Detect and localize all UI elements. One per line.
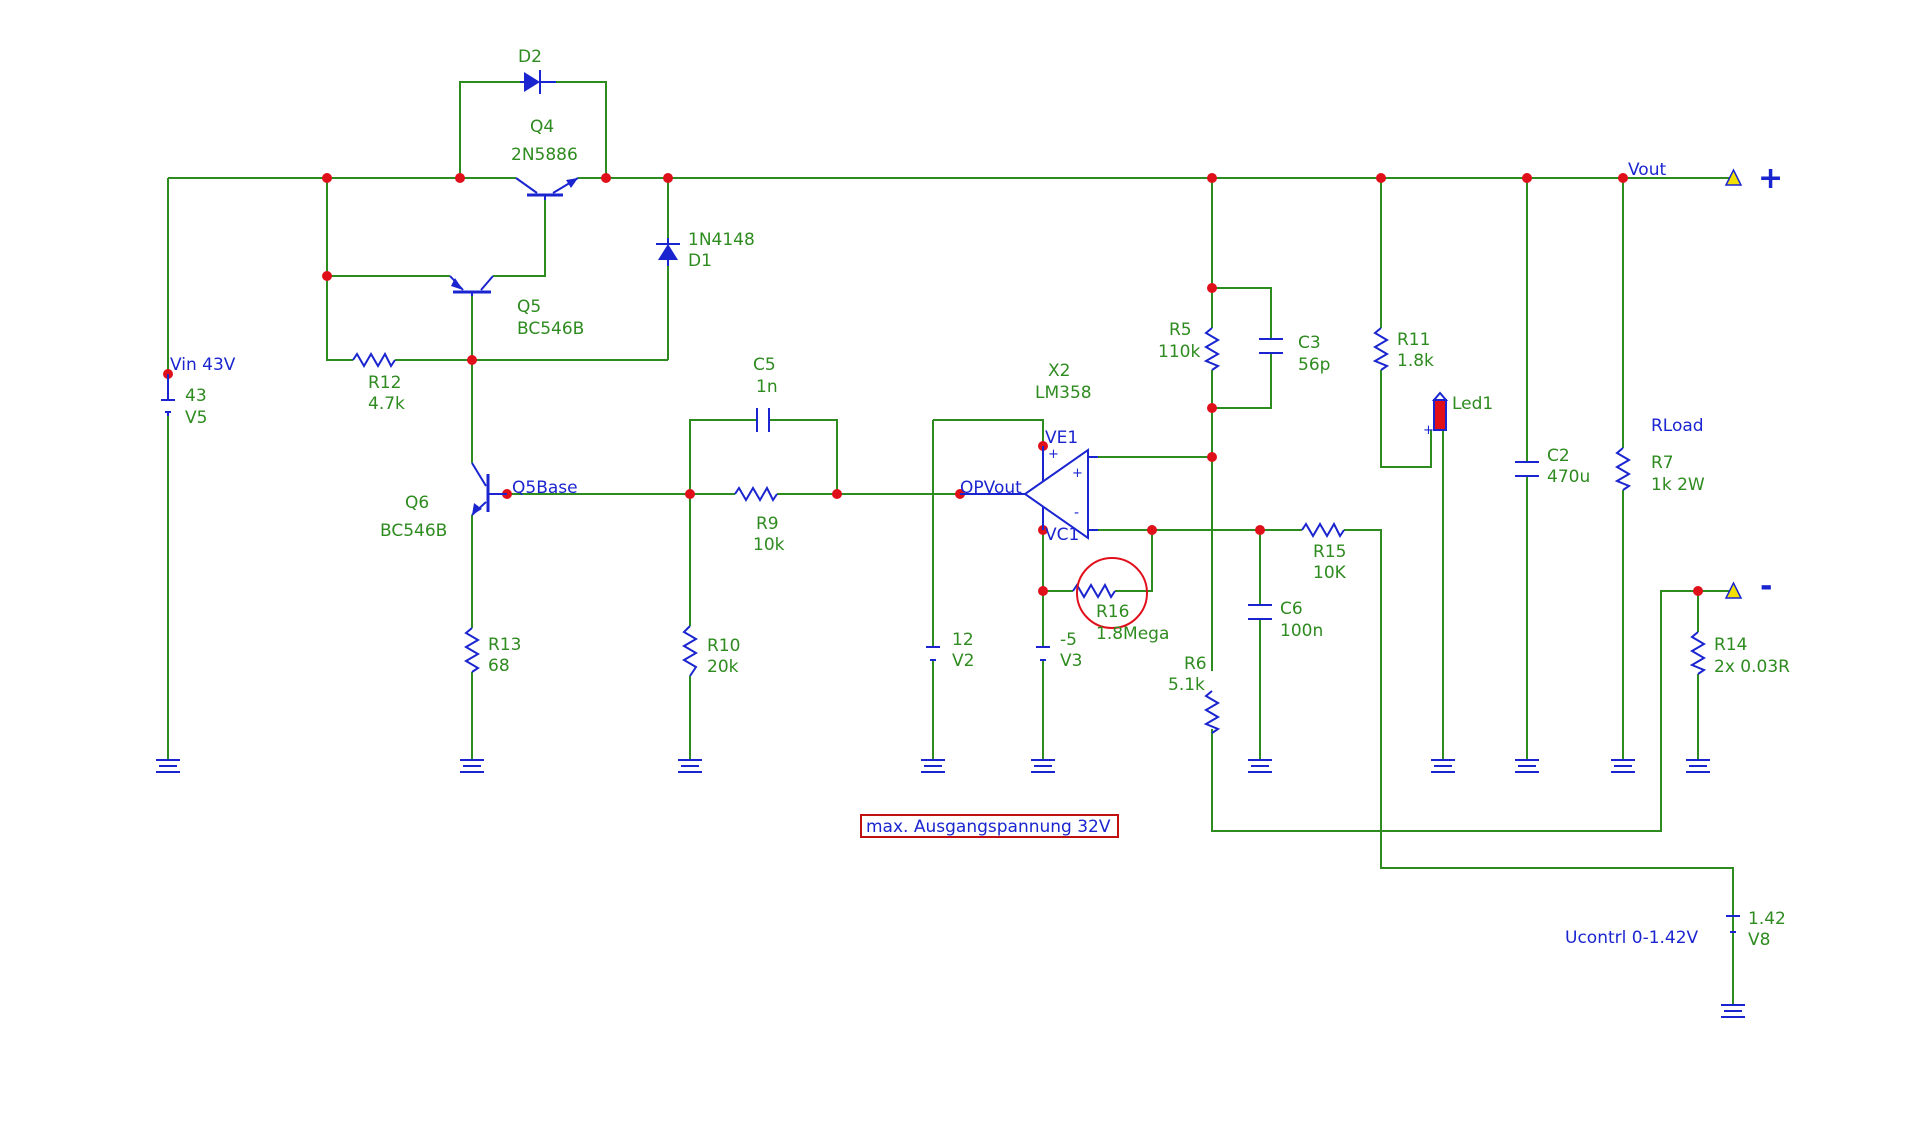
x2-value: LM358 [1035,383,1092,403]
r12-value: 4.7k [368,394,405,414]
r6-value: 5.1k [1168,675,1205,695]
r13-value: 68 [488,656,510,676]
wires [167,81,1734,1005]
v2-value: 12 [952,630,974,650]
terminal-minus: - [1760,569,1772,604]
q6-value: BC546B [380,521,447,541]
opamp-x2 [960,446,1098,540]
r9-label: R9 [756,514,779,534]
resistor-r7 [1614,447,1632,491]
v5-value: 43 [185,386,207,406]
source-v2 [926,646,940,661]
c5-label: C5 [753,355,776,375]
r10-value: 20k [707,657,739,677]
opamp-plus-pin: + [1048,447,1059,462]
net-ve1: VE1 [1045,428,1078,448]
resistor-r10 [682,625,698,677]
transistor-q6 [471,462,507,516]
r16-value: 1.8Mega [1096,624,1169,644]
r12-label: R12 [368,373,401,393]
r14-label: R14 [1714,635,1747,655]
transistor-q5 [449,275,494,296]
transistor-q4 [515,177,579,200]
r7-value: 1k 2W [1651,475,1705,495]
terminal-plus: + [1758,161,1783,196]
r11-label: R11 [1397,330,1430,350]
v8-value: 1.42 [1748,909,1786,929]
diode-d2 [520,70,556,94]
opamp-noninv-sign: + [1072,466,1083,481]
note-box [860,814,1119,838]
q6-label: Q6 [405,493,429,513]
net-q5base: Q5Base [512,478,578,498]
net-vout: Vout [1628,160,1666,180]
c3-label: C3 [1298,333,1321,353]
d1-value: 1N4148 [688,230,755,250]
v8-label: V8 [1748,930,1770,950]
led-plus-pin: + [1423,423,1434,438]
v2-label: V2 [952,651,974,671]
rload-label: RLoad [1651,416,1704,436]
ground-symbols [156,759,1745,1018]
led1-label: Led1 [1452,394,1493,414]
capacitor-c2 [1515,461,1539,477]
resistor-r11 [1372,327,1390,371]
r13-label: R13 [488,635,521,655]
r9-value: 10k [753,535,785,555]
r6-label: R6 [1184,654,1207,674]
r7-label: R7 [1651,453,1674,473]
net-vc1: VC1 [1045,525,1079,545]
d2-label: D2 [518,47,542,67]
v5-label: V5 [185,408,207,428]
c3-value: 56p [1298,355,1330,375]
note-text: max. Ausgangspannung 32V [866,817,1111,837]
capacitor-c3 [1259,338,1283,354]
c5-value: 1n [756,377,778,397]
r16-label: R16 [1096,602,1129,622]
r15-value: 10K [1313,563,1347,583]
v3-label: V3 [1060,651,1082,671]
resistor-r15 [1301,521,1345,538]
resistor-r5 [1203,327,1221,371]
capacitor-c6 [1248,604,1272,620]
resistor-r9 [734,485,778,502]
r15-label: R15 [1313,542,1346,562]
opamp-inv-sign: - [1074,505,1079,521]
q5-value: BC546B [517,319,584,339]
resistor-r13 [464,627,480,673]
c2-value: 470u [1547,467,1590,487]
d1-label: D1 [688,251,712,271]
r5-value: 110k [1158,342,1200,362]
c6-label: C6 [1280,599,1303,619]
q4-label: Q4 [530,117,554,137]
r11-value: 1.8k [1397,351,1434,371]
resistor-r16 [1072,582,1116,599]
led-led1 [1431,391,1449,431]
terminal-minus-marker [1724,581,1743,599]
source-v8 [1726,915,1740,933]
x2-label: X2 [1048,361,1070,381]
resistor-r14 [1689,631,1707,675]
highlight-circle [1076,557,1148,629]
resistor-r6 [1203,690,1221,734]
source-v5 [161,374,175,416]
resistor-r12 [352,351,396,368]
diode-d1 [656,238,680,266]
net-vin: Vin 43V [170,355,236,375]
net-opvout: OPVout [960,478,1022,498]
c6-value: 100n [1280,621,1323,641]
r10-label: R10 [707,636,740,656]
junction-dots [163,173,1703,596]
v3-value: -5 [1060,630,1077,650]
source-v3 [1036,646,1050,661]
r14-value: 2x 0.03R [1714,657,1790,677]
q5-label: Q5 [517,297,541,317]
capacitor-c5 [756,408,770,432]
q4-value: 2N5886 [511,145,578,165]
r5-label: R5 [1169,320,1192,340]
c2-label: C2 [1547,446,1570,466]
terminal-plus-marker [1724,168,1743,186]
net-ucontrl: Ucontrl 0-1.42V [1565,928,1699,948]
